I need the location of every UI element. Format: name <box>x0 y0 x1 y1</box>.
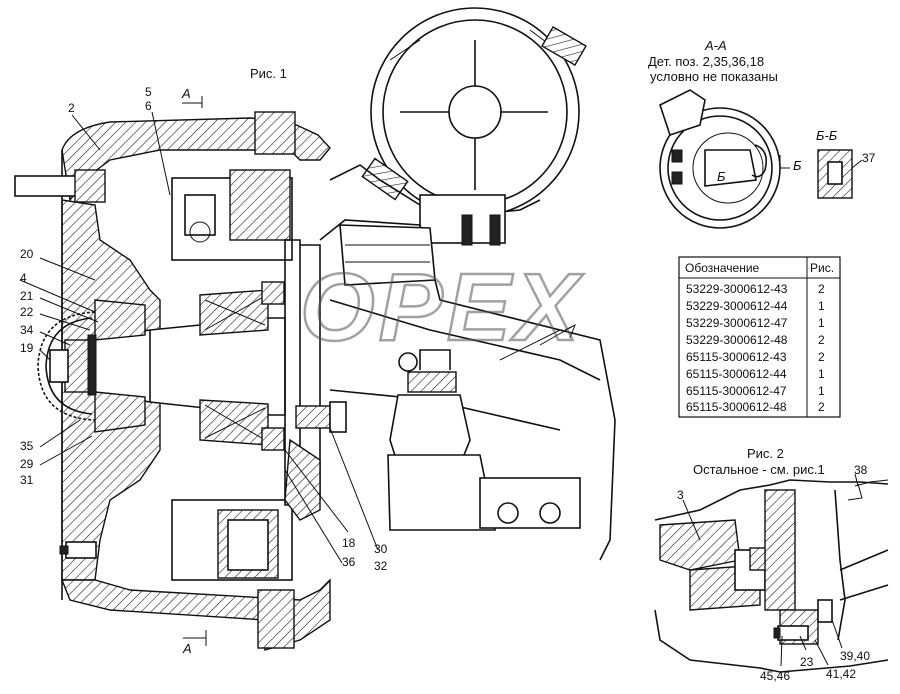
callout-20: 20 <box>20 247 34 261</box>
figure-2-drawing <box>654 479 889 673</box>
table-header-fig: Рис. <box>810 261 834 275</box>
designation-table: Обозначение Рис. 53229-3000612-43 2 5322… <box>678 256 841 418</box>
table-cell: 53229-3000612-43 <box>686 282 788 296</box>
table-cell: 1 <box>818 299 825 313</box>
callout-29: 29 <box>20 457 34 471</box>
section-bb-drawing <box>817 149 863 199</box>
table-cell: 1 <box>818 367 825 381</box>
table-cell: 65115-3000612-48 <box>686 400 787 414</box>
callout-39-40: 39,40 <box>840 649 870 663</box>
table-cell: 2 <box>818 350 825 364</box>
callout-36: 36 <box>342 555 356 569</box>
table-cell: 53229-3000612-48 <box>686 333 788 347</box>
watermark-text: OPEX <box>300 254 584 361</box>
table-cell: 1 <box>818 384 825 398</box>
table-cell: 2 <box>818 333 825 347</box>
callout-4: 4 <box>20 271 27 285</box>
callout-32: 32 <box>374 559 388 573</box>
callout-31: 31 <box>20 473 34 487</box>
callout-19: 19 <box>20 341 34 355</box>
table-cell: 65115-3000612-43 <box>686 350 787 364</box>
section-aa-note-1: Дет. поз. 2,35,36,18 <box>648 54 764 69</box>
table-cell: 65115-3000612-47 <box>686 384 787 398</box>
table-cell: 2 <box>818 400 825 414</box>
callout-2: 2 <box>68 101 75 115</box>
leader-lines-fig1 <box>19 111 379 564</box>
callout-22: 22 <box>20 305 34 319</box>
callout-5: 5 <box>145 85 152 99</box>
callout-41-42: 41,42 <box>826 667 856 681</box>
callout-3: 3 <box>677 488 684 502</box>
callout-45-46: 45,46 <box>760 669 790 683</box>
section-aa-marker-b1: Б <box>717 169 726 184</box>
table-header-designation: Обозначение <box>685 261 760 275</box>
figure-2-subtitle: Остальное - см. рис.1 <box>693 462 825 477</box>
section-aa-marker-b2: Б <box>793 158 802 173</box>
callout-6: 6 <box>145 99 152 113</box>
section-marker-bottom: А <box>182 641 192 656</box>
callout-35: 35 <box>20 439 34 453</box>
section-aa-title: А-А <box>704 38 727 53</box>
table-cell: 65115-3000612-44 <box>686 367 787 381</box>
section-bb-title: Б-Б <box>816 128 838 143</box>
callout-30: 30 <box>374 542 388 556</box>
steering-arm-drawing <box>319 219 616 561</box>
callout-23: 23 <box>800 655 814 669</box>
callout-34: 34 <box>20 323 34 337</box>
table-cell: 1 <box>818 316 825 330</box>
callout-21: 21 <box>20 289 34 303</box>
table-cell: 53229-3000612-44 <box>686 299 788 313</box>
table-cell: 53229-3000612-47 <box>686 316 788 330</box>
section-aa-note-2: условно не показаны <box>650 69 778 84</box>
leader-lines-fig2 <box>682 473 859 667</box>
callout-37: 37 <box>862 151 876 165</box>
figure-1-caption: Рис. 1 <box>250 66 287 81</box>
figure-2-caption: Рис. 2 <box>747 446 784 461</box>
figure-1-drawing <box>14 111 347 651</box>
section-marker-top: А <box>181 86 191 101</box>
table-cell: 2 <box>818 282 825 296</box>
callout-18: 18 <box>342 536 356 550</box>
callout-38: 38 <box>854 463 868 477</box>
brake-chamber-drawing <box>329 7 587 246</box>
section-aa-drawing <box>659 89 790 229</box>
